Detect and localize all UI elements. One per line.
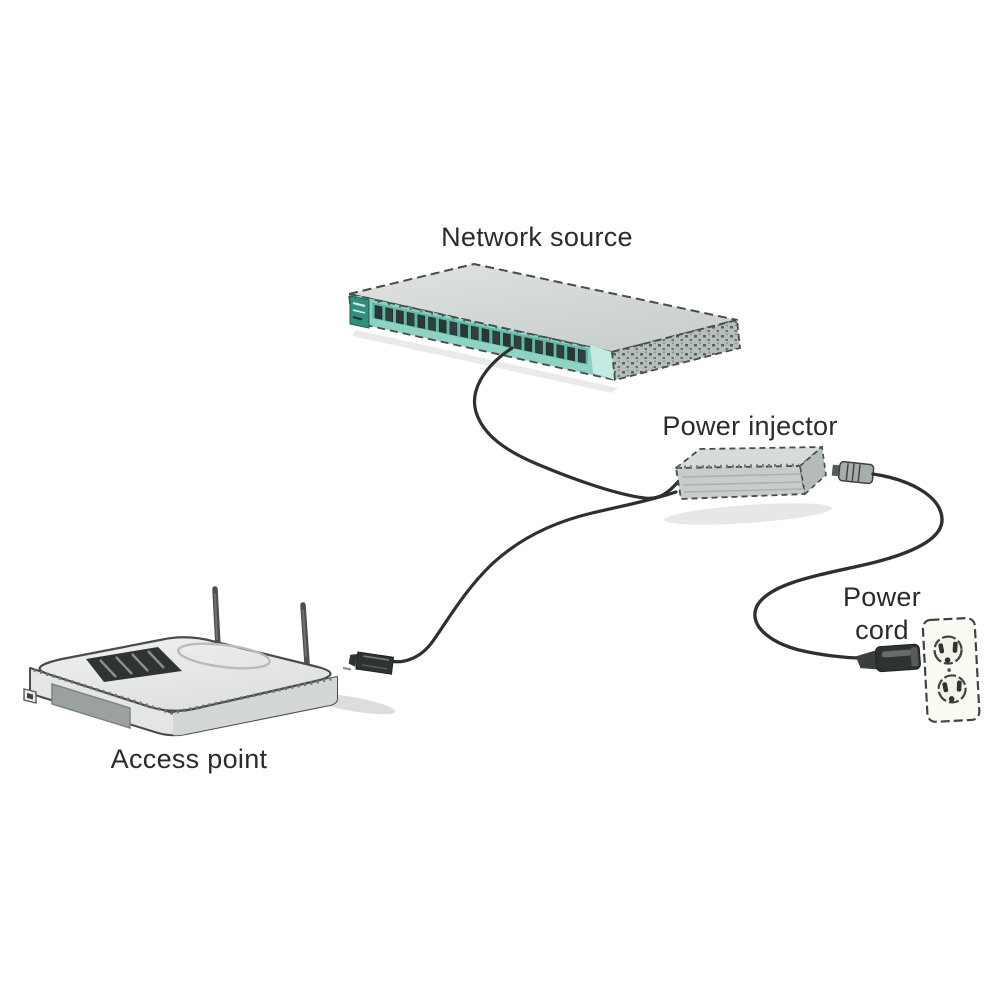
power-cord-label-line2: cord [855,614,909,645]
switch-port-slot [556,344,565,359]
switch-port-slot [406,311,415,327]
switch-port-slot [492,330,501,346]
connection-gap-dash [342,667,352,671]
switch-vent-dot [559,340,562,343]
access-point-port-icon [23,688,37,704]
injector-ridge [683,488,805,493]
access-point-front-inset [51,682,131,730]
access-point-rib-edge [33,668,336,715]
switch-brand-badge [349,295,370,329]
switch-port-slot [535,339,543,355]
dc-power-connector-icon [831,461,875,485]
access-point-body-side-right [173,677,337,736]
switch-vent-dot [398,305,401,308]
power-injector-label: Power injector [662,411,838,441]
access-point-recess-detail [177,642,271,670]
switch-port-slot [545,341,554,357]
switch-port-row [374,300,586,364]
cable-path [388,490,678,664]
switch-front-panel-endcap [590,345,615,380]
power-cord-illustration [753,472,944,673]
switch-vent-dot [452,317,455,320]
switch-vent-dot [484,324,487,327]
switch-vent-dot [409,307,412,311]
switch-vent-dot [441,314,444,318]
injector-shadow [664,503,832,525]
power-injector-illustration [664,445,832,525]
switch-port-slot [460,323,468,339]
switch-port-slot [567,346,575,362]
switch-port-slot [470,325,479,341]
switch-vent-dot [420,310,423,313]
outlet-socket-lower [937,674,967,704]
antenna-icon [300,602,310,666]
wall-outlet-illustration [921,616,981,723]
switch-port-strip [372,302,588,365]
switch-vent-dot [495,326,498,329]
switch-port-slot [417,314,426,329]
antenna-icon [212,586,221,649]
switch-vent-dot [388,303,391,306]
network-switch-illustration [347,263,741,393]
injector-rib-edge [677,463,800,469]
ethernet-cable-injector-to-access-point [342,490,678,675]
switch-vent-dot [463,319,466,322]
switch-port-slot [577,348,586,364]
switch-vent-dot [527,333,530,336]
badge-mark [352,302,366,307]
switch-vent-dot [580,344,583,348]
switch-shadow [352,330,618,393]
switch-vent-dot [473,321,476,324]
badge-mark [352,316,363,321]
injector-top-face [675,446,823,469]
switch-port-slot [524,337,533,353]
power-plug-icon [855,643,921,673]
switch-port-slot [385,307,394,323]
injector-ridge [681,473,802,478]
network-source-label: Network source [441,222,633,252]
switch-port-slot [374,304,383,320]
switch-port-slot [513,334,522,350]
switch-port-slot [503,332,511,348]
switch-port-slot [428,316,436,332]
switch-port-slot [396,309,404,325]
outlet-screw [947,668,951,672]
switch-vent-dot [505,328,508,331]
injector-ridge [682,481,804,486]
power-cord-path [753,472,944,660]
access-point-vent-grille [86,647,182,682]
access-point-illustration [23,586,396,737]
switch-port-slot [481,328,490,343]
injector-end-face [799,445,827,496]
switch-side-face [611,318,741,382]
rj45-connector-icon [348,651,395,675]
power-cord-label: Power cord [832,581,932,647]
switch-port-slot [449,321,458,336]
outlet-socket-upper [933,635,963,665]
access-point-label: Access point [110,744,268,774]
switch-vent-dot [537,335,541,338]
switch-vent-dot [548,337,551,341]
power-cord-label-line1: Power [842,582,922,612]
switch-vent-dot [377,300,380,304]
badge-mark [352,309,366,314]
switch-vent-dot [430,312,434,315]
switch-vent-dot [516,330,519,334]
switch-vent-dot [570,342,573,345]
switch-port-slot [438,318,447,334]
